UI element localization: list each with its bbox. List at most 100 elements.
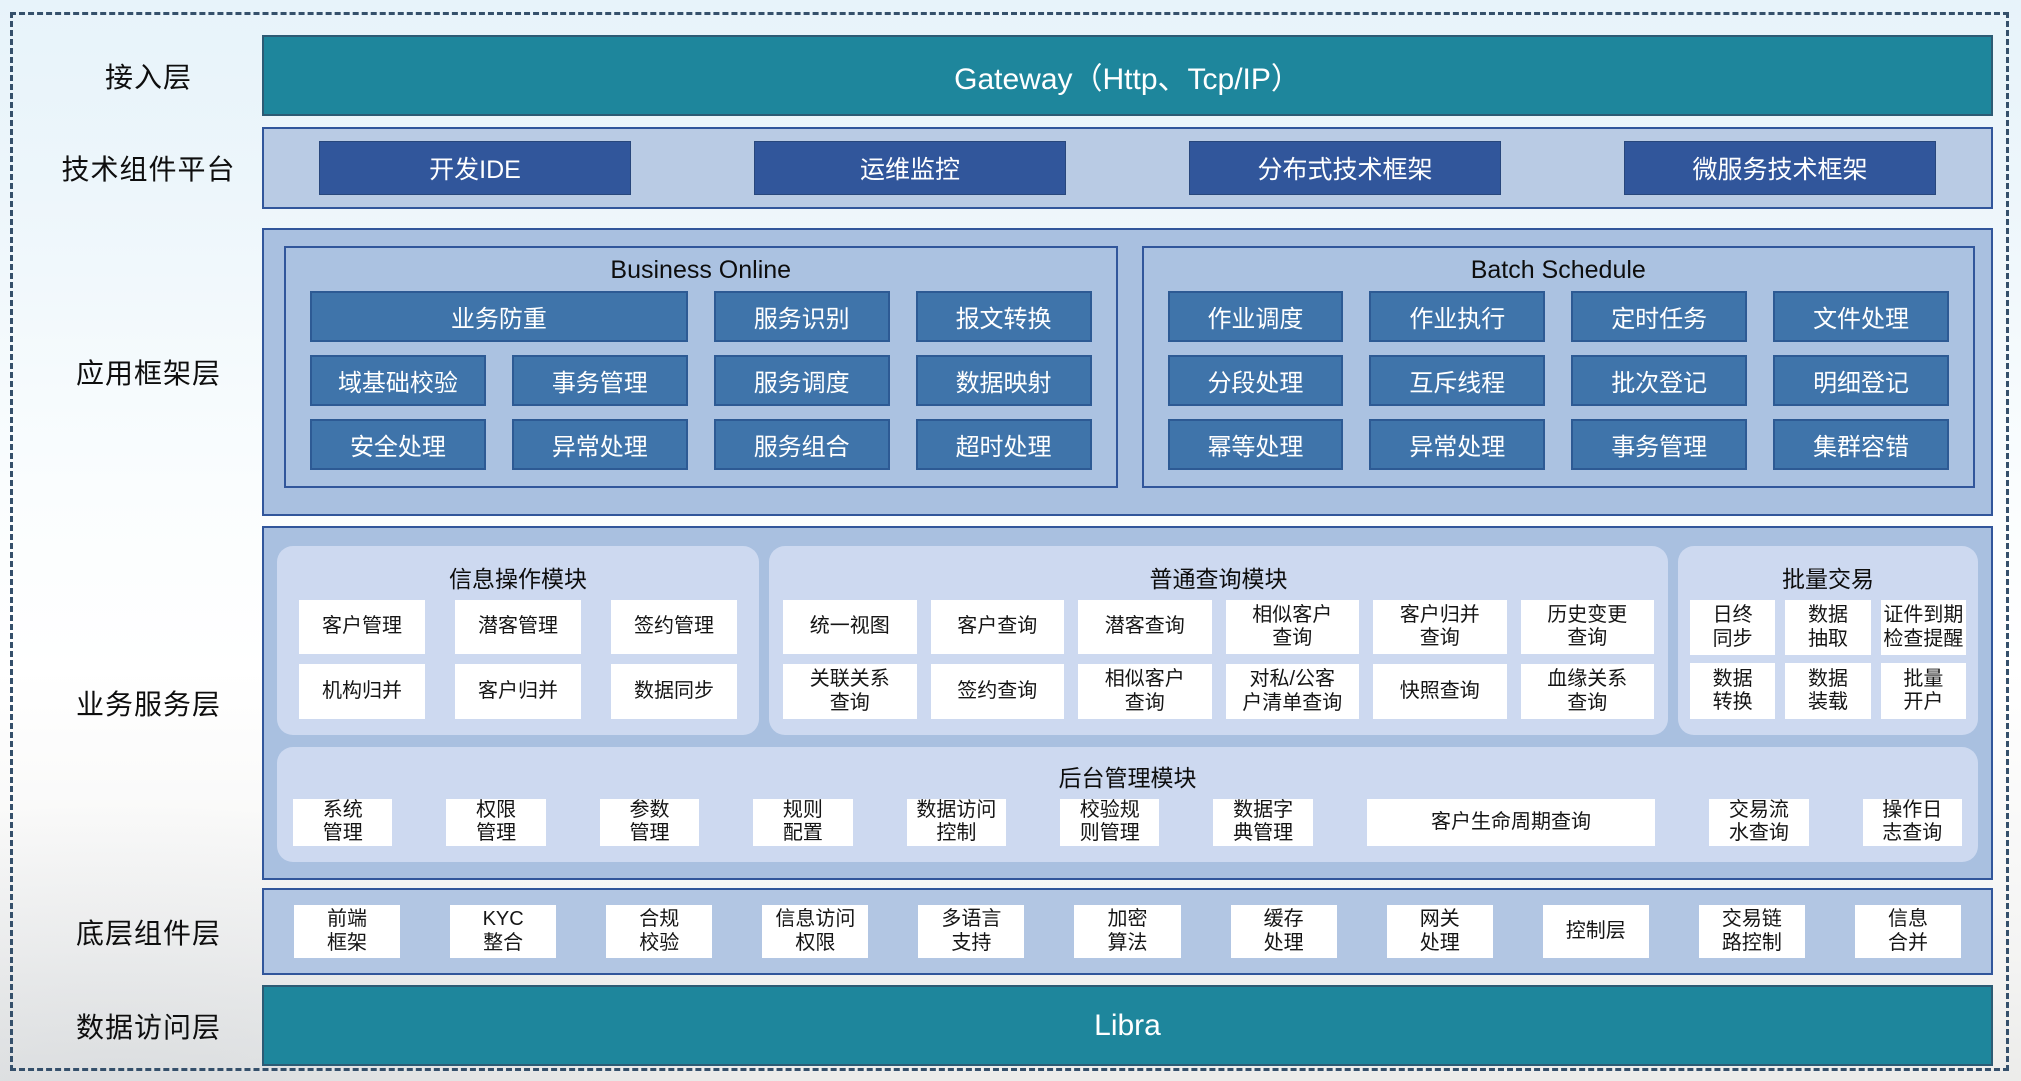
query-module-panel: 普通查询模块 统一视图 客户查询 潜客查询 相似客户 查询 客户归并 查询 历史…	[769, 546, 1668, 735]
business-online-item: 服务调度	[713, 355, 890, 406]
business-online-item: 报文转换	[915, 291, 1092, 342]
batch-trade-title: 批量交易	[1782, 566, 1874, 592]
business-online-item: 安全处理	[310, 419, 486, 470]
business-service-panel: 信息操作模块 客户管理 潜客管理 签约管理 机构归并 客户归并 数据同步 普通查…	[262, 526, 1993, 880]
layer-label-base: 底层组件层	[75, 917, 221, 949]
batch-schedule-item: 集群容错	[1773, 419, 1949, 470]
business-online-grid: 业务防重 服务识别 报文转换 域基础校验 事务管理 服务调度 数据映射 安全处理…	[286, 291, 1116, 486]
business-online-item: 事务管理	[511, 355, 688, 406]
query-module-item: 快照查询	[1373, 664, 1507, 719]
gateway-bar: Gateway（Http、Tcp/IP）	[262, 35, 1993, 116]
info-module-item: 客户归并	[455, 664, 581, 719]
admin-module-row: 系统 管理 权限 管理 参数 管理 规则 配置 数据访问 控制 校验规 则管理 …	[277, 797, 1978, 862]
admin-module-item: 权限 管理	[446, 798, 546, 846]
query-module-item: 关联关系 查询	[783, 664, 917, 719]
batch-trade-item: 数据 抽取	[1785, 600, 1871, 656]
query-module-item: 对私/公客 户清单查询	[1225, 664, 1359, 719]
tech-platform-item: 开发IDE	[319, 141, 631, 195]
layer-label-service: 业务服务层	[75, 689, 221, 720]
info-module-item: 机构归并	[299, 664, 425, 719]
business-online-item: 异常处理	[511, 419, 688, 470]
tech-platform-item: 微服务技术框架	[1624, 141, 1936, 195]
batch-schedule-item: 幂等处理	[1167, 419, 1344, 470]
info-module-grid: 客户管理 潜客管理 签约管理 机构归并 客户归并 数据同步	[277, 598, 759, 735]
query-module-grid: 统一视图 客户查询 潜客查询 相似客户 查询 客户归并 查询 历史变更 查询 关…	[769, 598, 1668, 735]
query-module-item: 统一视图	[783, 600, 917, 655]
layer-label-tech: 技术组件平台	[61, 154, 236, 185]
batch-schedule-item: 文件处理	[1773, 291, 1949, 342]
info-module-item: 客户管理	[299, 600, 425, 655]
batch-schedule-item: 批次登记	[1571, 355, 1748, 406]
admin-module-item: 数据字 典管理	[1213, 798, 1313, 846]
batch-schedule-item: 作业调度	[1167, 291, 1344, 342]
admin-module-item: 规则 配置	[753, 798, 853, 846]
admin-module-item: 系统 管理	[293, 798, 393, 846]
batch-schedule-item: 异常处理	[1369, 419, 1546, 470]
query-module-item: 签约查询	[930, 664, 1064, 719]
query-module-item: 客户归并 查询	[1373, 600, 1507, 655]
admin-module-panel: 后台管理模块 系统 管理 权限 管理 参数 管理 规则 配置 数据访问 控制 校…	[277, 746, 1978, 862]
base-component-item: 缓存 处理	[1230, 905, 1337, 958]
admin-module-item: 数据访问 控制	[906, 798, 1007, 846]
batch-trade-item: 证件到期 检查提醒	[1880, 600, 1966, 656]
query-module-item: 历史变更 查询	[1520, 600, 1654, 655]
admin-module-title: 后台管理模块	[1058, 764, 1197, 791]
business-online-title: Business Online	[610, 256, 792, 284]
batch-trade-item: 数据 转换	[1690, 663, 1776, 719]
base-component-item: 多语言 支持	[918, 905, 1025, 958]
layer-label-access: 接入层	[104, 61, 192, 93]
base-component-item: 信息访问 权限	[762, 905, 869, 958]
batch-schedule-item: 分段处理	[1167, 355, 1344, 406]
base-component-item: 信息 合并	[1854, 905, 1962, 958]
batch-trade-item: 日终 同步	[1690, 600, 1776, 656]
base-component-item: 前端 框架	[294, 905, 401, 958]
libra-bar: Libra	[262, 985, 1993, 1066]
tech-platform-item: 运维监控	[754, 141, 1066, 195]
query-module-item: 相似客户 查询	[1078, 664, 1212, 719]
admin-module-item: 操作日 志查询	[1862, 798, 1962, 846]
info-module-item: 潜客管理	[455, 600, 581, 655]
batch-schedule-item: 互斥线程	[1369, 355, 1546, 406]
base-components-panel: 前端 框架 KYC 整合 合规 校验 信息访问 权限 多语言 支持 加密 算法 …	[262, 888, 1993, 975]
batch-schedule-panel: Batch Schedule 作业调度 作业执行 定时任务 文件处理 分段处理 …	[1141, 246, 1975, 488]
batch-schedule-grid: 作业调度 作业执行 定时任务 文件处理 分段处理 互斥线程 批次登记 明细登记 …	[1144, 291, 1974, 486]
app-framework-panel: Business Online 业务防重 服务识别 报文转换 域基础校验 事务管…	[262, 228, 1993, 516]
business-online-item: 数据映射	[915, 355, 1092, 406]
admin-module-item: 校验规 则管理	[1060, 798, 1160, 846]
tech-platform-item: 分布式技术框架	[1189, 141, 1501, 195]
info-module-panel: 信息操作模块 客户管理 潜客管理 签约管理 机构归并 客户归并 数据同步	[277, 546, 759, 735]
query-module-item: 潜客查询	[1078, 600, 1212, 655]
business-online-item: 业务防重	[310, 291, 688, 342]
base-component-item: 网关 处理	[1386, 905, 1493, 958]
base-component-item: 加密 算法	[1074, 905, 1181, 958]
batch-trade-item: 批量 开户	[1880, 663, 1966, 719]
batch-schedule-item: 明细登记	[1773, 355, 1949, 406]
business-online-panel: Business Online 业务防重 服务识别 报文转换 域基础校验 事务管…	[284, 246, 1118, 488]
info-module-title: 信息操作模块	[449, 566, 587, 592]
batch-schedule-item: 事务管理	[1571, 419, 1748, 470]
admin-module-item: 交易流 水查询	[1709, 798, 1809, 846]
batch-schedule-item: 作业执行	[1369, 291, 1546, 342]
business-online-item: 服务组合	[713, 419, 890, 470]
admin-module-item: 客户生命周期查询	[1366, 798, 1656, 846]
layer-label-framework: 应用框架层	[75, 358, 221, 389]
base-component-item: 合规 校验	[606, 905, 713, 958]
tech-platform-bar: 开发IDE 运维监控 分布式技术框架 微服务技术框架	[262, 127, 1993, 209]
query-module-item: 血缘关系 查询	[1520, 664, 1654, 719]
layer-label-data: 数据访问层	[75, 1011, 221, 1043]
query-module-item: 相似客户 查询	[1225, 600, 1359, 655]
base-component-item: KYC 整合	[450, 905, 557, 958]
info-module-item: 数据同步	[611, 664, 737, 719]
batch-trade-panel: 批量交易 日终 同步 数据 抽取 证件到期 检查提醒 数据 转换 数据 装载 批…	[1678, 546, 1978, 735]
base-component-item: 控制层	[1542, 905, 1649, 958]
batch-schedule-title: Batch Schedule	[1470, 256, 1646, 284]
batch-trade-grid: 日终 同步 数据 抽取 证件到期 检查提醒 数据 转换 数据 装载 批量 开户	[1678, 598, 1978, 735]
query-module-item: 客户查询	[930, 600, 1064, 655]
business-online-item: 超时处理	[915, 419, 1092, 470]
query-module-title: 普通查询模块	[1149, 566, 1288, 592]
info-module-item: 签约管理	[611, 600, 737, 655]
business-online-item: 域基础校验	[310, 355, 486, 406]
batch-trade-item: 数据 装载	[1785, 663, 1871, 719]
admin-module-item: 参数 管理	[599, 798, 700, 846]
